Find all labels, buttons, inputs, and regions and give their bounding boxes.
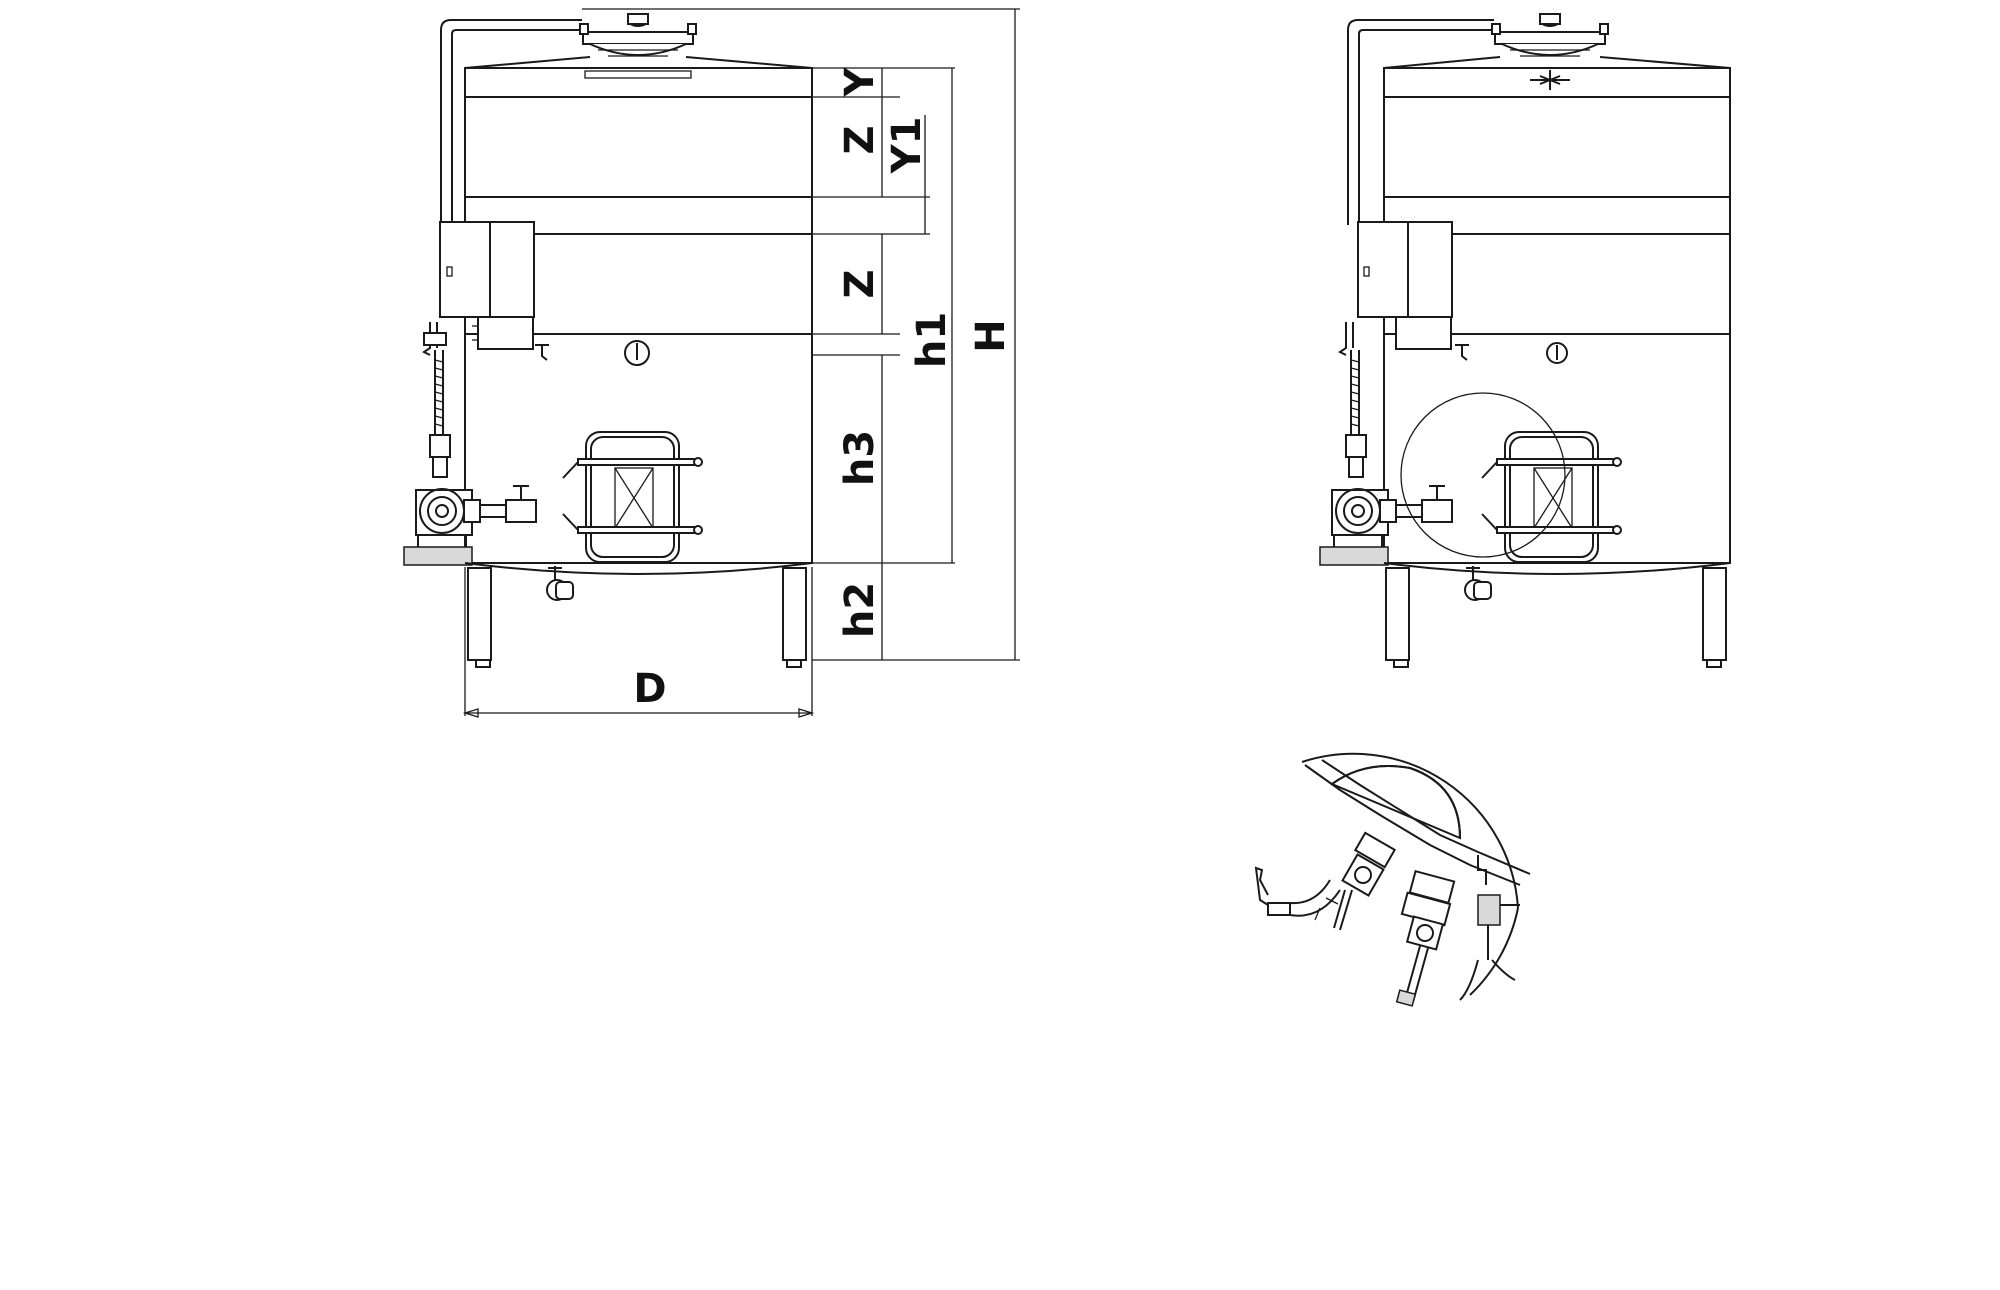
tank-front-view: D Y Z Y1 Z h1 H h3 h2	[403, 8, 1020, 718]
strainer-icon	[1329, 765, 1462, 840]
hose-assembly	[1338, 322, 1367, 478]
control-box	[1357, 221, 1453, 350]
valve-icon	[1254, 831, 1397, 931]
sample-valve-icon	[535, 344, 549, 361]
manhole-door-icon	[562, 431, 703, 563]
pump-icon	[1319, 485, 1453, 566]
dimension-label-h2: h2	[837, 582, 883, 638]
manhole-door-icon	[1481, 431, 1622, 563]
dimension-label-Y1: Y1	[884, 117, 930, 175]
dimension-label-D: D	[633, 666, 666, 712]
tank-side-view	[1319, 13, 1731, 668]
dimension-label-Z-upper: Z	[837, 125, 883, 154]
dimension-label-h3: h3	[837, 430, 883, 486]
control-box	[439, 221, 535, 350]
upper-cooling-jacket	[464, 96, 813, 198]
dimension-label-Z-lower: Z	[837, 269, 883, 298]
dimension-label-Y: Y	[837, 66, 883, 97]
dimension-label-H: H	[968, 319, 1014, 352]
dimension-label-h1: h1	[909, 312, 955, 368]
drain-fitting-icon	[1459, 855, 1520, 1001]
sample-valve-icon	[1455, 344, 1469, 361]
top-lid	[579, 13, 697, 57]
tank-legs	[1385, 567, 1727, 668]
upper-cooling-jacket	[1383, 96, 1731, 198]
tank-legs	[467, 567, 807, 668]
pump-icon	[403, 485, 537, 566]
hose-assembly	[422, 322, 451, 478]
valve-icon	[1395, 869, 1456, 1007]
top-lid	[1491, 13, 1609, 90]
dimension-lines	[462, 8, 1020, 718]
detail-magnifier-icon	[1400, 392, 1566, 558]
outlet-detail-view	[1254, 752, 1531, 1007]
